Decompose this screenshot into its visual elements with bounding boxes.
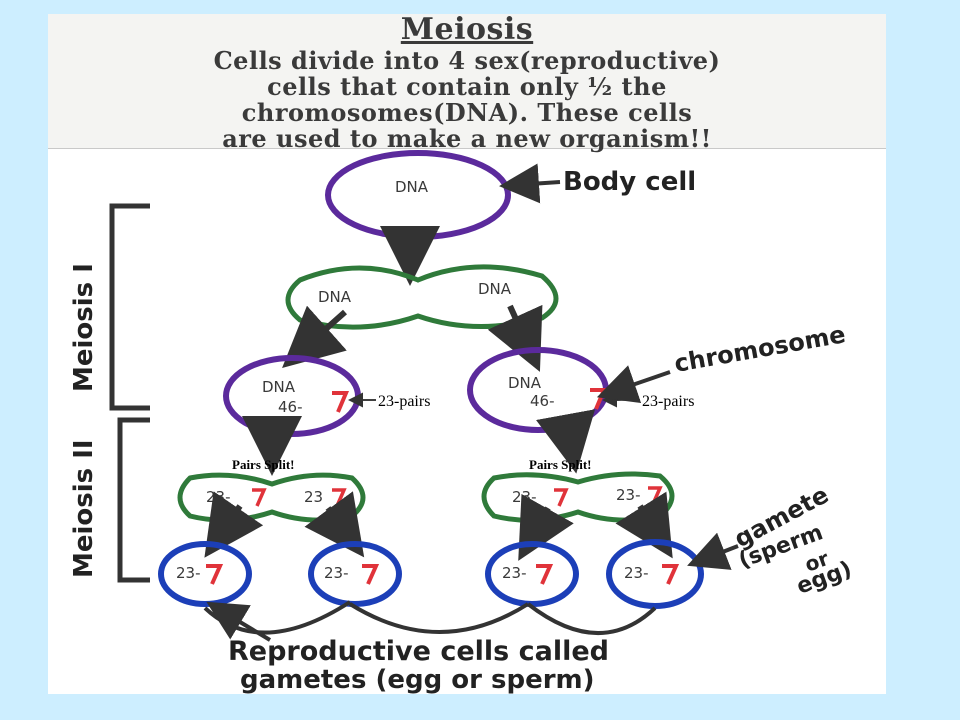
mid-cell-left-dna: DNA [262, 378, 296, 396]
mid-cell-left-count: 46- [278, 398, 303, 416]
bottom-label-line-2: gametes (egg or sperm) [240, 665, 595, 695]
gamete-cell-2-count: 23- [324, 564, 349, 582]
pairs-split-right: Pairs Split! [529, 457, 591, 472]
split-cell-left-b: 23 [304, 488, 323, 506]
chromosome-pointer [596, 365, 671, 404]
chromosome-mark [662, 564, 680, 585]
chromosome-label: chromosome [672, 320, 847, 378]
meiosis-2-bracket [117, 417, 150, 583]
pairs-left-label: 23-pairs [378, 393, 430, 410]
split-cell-left-a: 23- [206, 488, 231, 506]
chromosome-mark [554, 488, 569, 507]
pairs-split-left: Pairs Split! [232, 457, 294, 472]
split-cell-right-b: 23- [616, 486, 641, 504]
meiosis-2-label: Meiosis II [69, 439, 99, 578]
dividing-cell-dna-left: DNA [318, 288, 352, 306]
body-cell-dna: DNA [395, 178, 429, 196]
header-band [48, 14, 886, 149]
subtitle-line-3: chromosomes(DNA). These cells [241, 98, 693, 127]
arrow-to-gamete-4 [615, 491, 673, 559]
chromosome-mark-left [332, 391, 350, 413]
dividing-cell-dna-right: DNA [478, 280, 512, 298]
gamete-connector-arc [526, 602, 657, 635]
diagram-title: Meiosis [400, 12, 534, 47]
arrow-to-gamete-2 [304, 491, 365, 558]
gamete-connector-arc [348, 602, 530, 634]
gamete-cell-3 [485, 541, 579, 607]
meiosis-1-bracket [109, 203, 150, 411]
gamete-cell-2 [308, 541, 402, 607]
gamete-cell-1 [158, 541, 252, 607]
gamete-cell-4 [606, 539, 704, 609]
arrow-to-gamete-3 [518, 493, 574, 561]
mid-cell-right-count: 46- [530, 392, 555, 410]
chromosome-mark [206, 564, 224, 585]
gamete-cell-1-count: 23- [176, 564, 201, 582]
bottom-label-line-1: Reproductive cells called [228, 636, 609, 667]
arrow-to-mid-left [282, 305, 347, 368]
arrow-to-split-right [536, 409, 596, 474]
subtitle-line-1: Cells divide into 4 sex(reproductive) [213, 46, 721, 75]
chromosome-mark [536, 564, 554, 585]
gamete-connector-arc [203, 600, 352, 635]
chromosome-mark [648, 486, 663, 505]
subtitle-line-4: are used to make a new organism!! [222, 124, 712, 153]
arrow-to-gamete-1 [204, 491, 264, 558]
meiosis-1-label: Meiosis I [69, 263, 99, 392]
arrow-to-mid-right [487, 304, 543, 372]
chromosome-mark [252, 488, 267, 507]
gamete-cell-3-count: 23- [502, 564, 527, 582]
body-cell-pointer [499, 163, 561, 204]
split-cell-right-a: 23- [512, 488, 537, 506]
gamete-pointer [687, 532, 739, 570]
subtitle-line-2: cells that contain only ½ the [267, 72, 667, 101]
bottom-arrow [206, 601, 272, 642]
mid-cell-left [223, 355, 361, 437]
mid-cell-right-dna: DNA [508, 374, 542, 392]
pairs-right-label: 23-pairs [642, 393, 694, 410]
chromosome-mark [332, 488, 347, 507]
gamete-cell-4-count: 23- [624, 564, 649, 582]
body-cell-label: Body cell [563, 167, 696, 197]
chromosome-mark [362, 564, 380, 585]
